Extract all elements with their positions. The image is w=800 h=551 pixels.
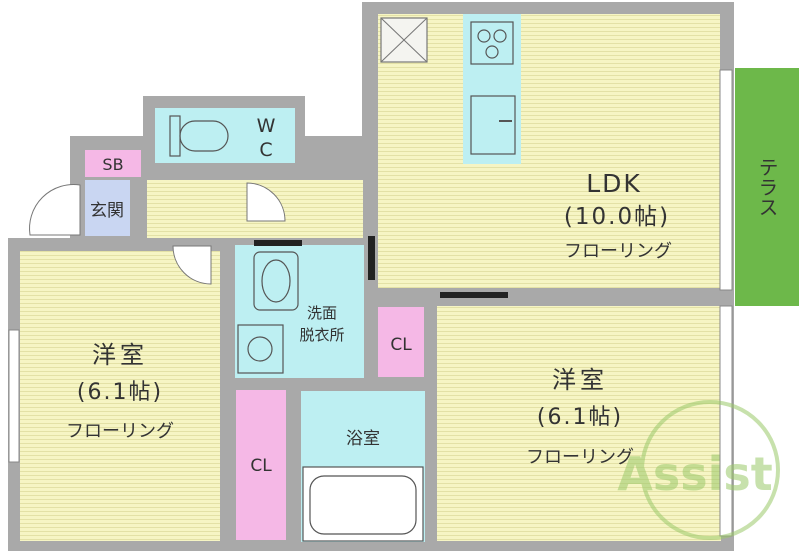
washing-machine-pan-icon-tray bbox=[237, 324, 284, 374]
western-right-name: 洋室 bbox=[552, 366, 608, 394]
stove-icon-plate bbox=[470, 21, 514, 65]
western-left-door-swing bbox=[172, 245, 212, 285]
sb-label: SB bbox=[102, 155, 123, 174]
sliding-door-hall bbox=[368, 236, 375, 280]
sliding-door-washroom bbox=[254, 240, 302, 246]
closet-left bbox=[236, 390, 286, 540]
entrance-label: 玄関 bbox=[90, 201, 124, 221]
ldk-size: (10.0帖) bbox=[564, 204, 670, 230]
washroom-label-2: 脱衣所 bbox=[299, 326, 344, 344]
closet-center bbox=[378, 307, 424, 377]
western-right-floor-type: フローリング bbox=[526, 447, 634, 468]
wc-door-swing bbox=[246, 182, 286, 222]
bathtub-icon-outer bbox=[302, 466, 424, 542]
washroom-label-1: 洗面 bbox=[307, 304, 337, 322]
washbasin-icon-counter bbox=[253, 251, 299, 311]
stove-icon-burner-3 bbox=[485, 45, 499, 59]
ldk-floor-type: フローリング bbox=[564, 241, 672, 262]
terrace-label: テラス bbox=[755, 157, 779, 217]
bathtub-icon bbox=[302, 466, 424, 542]
closet-left-label: CL bbox=[250, 456, 272, 476]
bathroom-label: 浴室 bbox=[346, 429, 380, 449]
storage-x-icon-line-2 bbox=[380, 17, 428, 63]
window-ldk-east bbox=[719, 69, 733, 291]
western-left-floor-type: フローリング bbox=[66, 421, 174, 442]
floors bbox=[20, 14, 721, 541]
washing-machine-pan-icon bbox=[237, 324, 284, 374]
kitchen-counter bbox=[463, 14, 521, 164]
watermark-text: Assist bbox=[617, 447, 773, 501]
entrance-door-swing bbox=[29, 184, 81, 236]
bathtub-icon-inner bbox=[309, 475, 417, 535]
toilet-icon-bowl bbox=[179, 120, 229, 152]
washbasin-icon bbox=[253, 251, 299, 311]
window-left-west bbox=[8, 329, 20, 463]
western-left-floor bbox=[20, 251, 220, 541]
stove-icon-burner-2 bbox=[493, 29, 507, 43]
ldk-floor bbox=[378, 14, 720, 288]
watermark-logo: Assist bbox=[617, 400, 780, 540]
wc-label-w: W bbox=[257, 115, 276, 137]
western-right-floor bbox=[437, 306, 721, 541]
closet-center-label: CL bbox=[390, 335, 412, 355]
western-left-size: (6.1帖) bbox=[77, 380, 163, 405]
western-left-name: 洋室 bbox=[92, 341, 148, 369]
window-right-east bbox=[719, 305, 733, 537]
wc-label-c: C bbox=[259, 139, 272, 161]
stove-icon-burner-1 bbox=[477, 29, 491, 43]
washing-machine-pan-icon-drain bbox=[247, 336, 273, 362]
washroom bbox=[235, 245, 364, 378]
washbasin-icon-basin bbox=[261, 259, 291, 303]
wc-room bbox=[155, 108, 295, 163]
stove-icon bbox=[470, 21, 514, 65]
storage-x-icon bbox=[380, 17, 428, 63]
sliding-door-ldk bbox=[440, 292, 508, 298]
watermark-circle bbox=[640, 400, 780, 540]
terrace bbox=[735, 68, 799, 306]
ldk-name: LDK bbox=[586, 169, 642, 198]
toilet-icon bbox=[169, 115, 229, 157]
sink-icon-basin bbox=[470, 95, 516, 155]
sink-icon bbox=[470, 95, 516, 155]
entrance-floor bbox=[85, 180, 130, 236]
western-right-size: (6.1帖) bbox=[537, 405, 623, 430]
sb-closet bbox=[85, 150, 141, 177]
